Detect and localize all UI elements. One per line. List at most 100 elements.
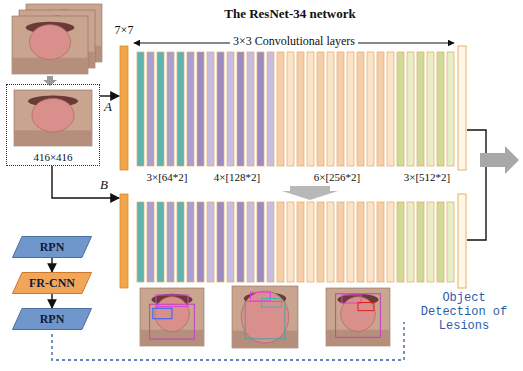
conv-layer bbox=[277, 202, 284, 282]
conv-layer bbox=[147, 52, 154, 166]
conv-layer bbox=[167, 202, 174, 282]
fc-layer bbox=[458, 194, 466, 288]
conv-layer bbox=[417, 52, 424, 166]
conv-layer bbox=[137, 52, 144, 166]
input-photos bbox=[12, 4, 102, 74]
output-caption: Object Detection of Lesions bbox=[412, 292, 516, 333]
conv-layer bbox=[307, 52, 314, 166]
conv-layer bbox=[287, 52, 294, 166]
rpn-block: RPN bbox=[12, 236, 92, 258]
conv-layer bbox=[187, 202, 194, 282]
node-label: RPN bbox=[40, 240, 65, 255]
input-arrow bbox=[52, 166, 119, 198]
conv-layer bbox=[317, 202, 324, 282]
conv-layer bbox=[447, 52, 454, 166]
conv-layer bbox=[437, 52, 444, 166]
node-label: 416×416 bbox=[33, 151, 72, 163]
conv-layer bbox=[217, 202, 224, 282]
conv-layer bbox=[317, 52, 324, 166]
conv-layer bbox=[427, 202, 434, 282]
conv-layer bbox=[197, 52, 204, 166]
conv-layer bbox=[367, 202, 374, 282]
conv-layer bbox=[227, 52, 234, 166]
conv-layer bbox=[177, 52, 184, 166]
conv-layer bbox=[357, 52, 364, 166]
stage-label: 6×[256*2] bbox=[314, 171, 361, 184]
conv-layer bbox=[247, 52, 254, 166]
stage-label: 3×[64*2] bbox=[146, 171, 187, 184]
conv-layer bbox=[347, 202, 354, 282]
input-frame: 416×416 bbox=[6, 84, 100, 166]
detection-image bbox=[232, 286, 298, 348]
conv-layer bbox=[427, 52, 434, 166]
conv-layer bbox=[297, 52, 304, 166]
grey-arrow bbox=[480, 146, 519, 174]
conv-layer bbox=[257, 52, 264, 166]
conv-layer bbox=[177, 202, 184, 282]
conv-layer bbox=[447, 202, 454, 282]
conv-layer bbox=[387, 52, 394, 166]
kernel-size: 7×7 bbox=[115, 24, 134, 38]
conv-layer bbox=[207, 202, 214, 282]
conv-layer bbox=[327, 202, 334, 282]
conv-layer bbox=[277, 52, 284, 166]
input-image bbox=[14, 90, 92, 146]
conv-layer bbox=[297, 202, 304, 282]
conv-layer bbox=[157, 202, 164, 282]
conv-layer bbox=[417, 202, 424, 282]
node-label: FR-CNN bbox=[29, 276, 75, 291]
conv-layer bbox=[247, 202, 254, 282]
conv-layer bbox=[287, 202, 294, 282]
frcnn-block: FR-CNN bbox=[12, 272, 92, 294]
conv-layer bbox=[157, 52, 164, 166]
conv-layer bbox=[197, 202, 204, 282]
output-wire bbox=[467, 130, 486, 156]
detection-link bbox=[52, 322, 404, 360]
conv-layer bbox=[397, 52, 404, 166]
conv-layer bbox=[137, 202, 144, 282]
detection-image bbox=[326, 288, 390, 346]
conv-layer bbox=[367, 52, 374, 166]
flow-arrow bbox=[51, 294, 52, 308]
conv-layer bbox=[387, 202, 394, 282]
output-wire bbox=[467, 164, 486, 240]
branch-letter: B bbox=[100, 178, 108, 193]
conv-layer bbox=[337, 202, 344, 282]
conv-layer bbox=[397, 202, 404, 282]
conv-layer bbox=[407, 202, 414, 282]
stage-label: 4×[128*2] bbox=[214, 171, 261, 184]
branch-letter: A bbox=[104, 100, 112, 115]
conv-layer bbox=[167, 52, 174, 166]
conv-layer bbox=[187, 52, 194, 166]
stage-label: 3×[512*2] bbox=[404, 171, 451, 184]
conv-layer bbox=[347, 52, 354, 166]
flow-arrow bbox=[51, 258, 52, 272]
conv-layer bbox=[407, 52, 414, 166]
conv-layer bbox=[377, 202, 384, 282]
conv-layer bbox=[307, 202, 314, 282]
conv-layer bbox=[437, 202, 444, 282]
conv-layer bbox=[207, 52, 214, 166]
conv-layer bbox=[147, 202, 154, 282]
conv-layer bbox=[327, 52, 334, 166]
conv-layer bbox=[257, 202, 264, 282]
detection-image bbox=[140, 288, 204, 346]
input-arrow bbox=[100, 95, 119, 96]
conv7-layer bbox=[120, 46, 128, 170]
conv-layer bbox=[337, 52, 344, 166]
conv-layer bbox=[227, 202, 234, 282]
fc-layer bbox=[458, 46, 466, 170]
conv-layer bbox=[377, 52, 384, 166]
conv-layer bbox=[267, 52, 274, 166]
conv-layer bbox=[237, 52, 244, 166]
grey-arrow bbox=[282, 186, 338, 200]
conv-layer bbox=[237, 202, 244, 282]
node-label: RPN bbox=[40, 312, 65, 327]
rpn-block: RPN bbox=[12, 308, 92, 330]
conv-layer bbox=[357, 202, 364, 282]
figure-title: The ResNet-34 network bbox=[224, 6, 355, 22]
conv7-layer bbox=[120, 194, 128, 288]
conv-layer bbox=[267, 202, 274, 282]
conv-layer bbox=[217, 52, 224, 166]
